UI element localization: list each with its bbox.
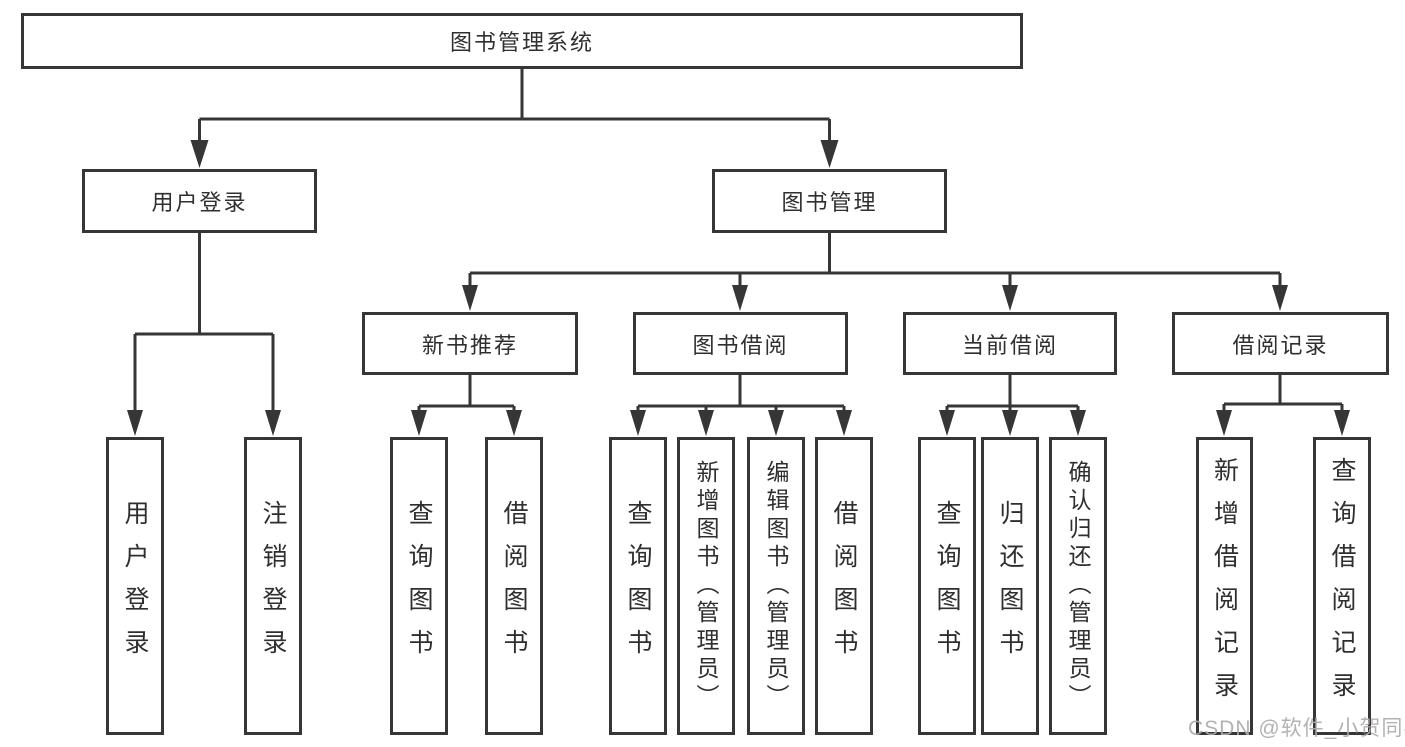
- node-borrowing-records: 借阅记录: [1172, 312, 1389, 375]
- leaf-record-add-borrow-record: 新增借阅记录: [1196, 437, 1253, 735]
- leaf-borrowing-query-book: 查询图书: [609, 437, 667, 735]
- watermark-csdn: CSDN @软件_小贺同学: [1188, 717, 1405, 740]
- node-book-management: 图书管理: [712, 169, 947, 233]
- connector-book-management-children: [462, 233, 1288, 311]
- node-new-book-recommendation: 新书推荐: [362, 312, 578, 375]
- node-current-borrowing: 当前借阅: [903, 312, 1117, 375]
- leaf-borrowing-edit-book-admin: 编辑图书（管理员）: [747, 437, 805, 735]
- leaf-recommend-query-book: 查询图书: [390, 437, 448, 735]
- leaf-borrowing-add-book-admin: 新增图书（管理员）: [677, 437, 735, 735]
- leaf-current-confirm-return-admin: 确认归还（管理员）: [1049, 437, 1107, 735]
- connector-current-borrowing-children: [939, 375, 1086, 436]
- leaf-user-login: 用户登录: [106, 437, 164, 735]
- connector-root-to-level2: [190, 69, 839, 168]
- leaf-current-query-book: 查询图书: [918, 437, 976, 735]
- leaf-borrowing-borrow-book: 借阅图书: [815, 437, 873, 735]
- node-book-borrowing: 图书借阅: [633, 312, 848, 375]
- leaf-current-return-book: 归还图书: [981, 437, 1039, 735]
- node-root-system: 图书管理系统: [21, 13, 1023, 69]
- node-user-login: 用户登录: [82, 169, 317, 233]
- connector-new-book-children: [411, 375, 522, 436]
- connector-user-login-children: [127, 233, 281, 436]
- connector-book-borrowing-children: [630, 375, 852, 436]
- leaf-recommend-borrow-book: 借阅图书: [485, 437, 543, 735]
- connector-borrowing-records-children: [1216, 375, 1350, 436]
- leaf-record-query-borrow-record: 查询借阅记录: [1313, 437, 1371, 735]
- leaf-logout: 注销登录: [244, 437, 302, 735]
